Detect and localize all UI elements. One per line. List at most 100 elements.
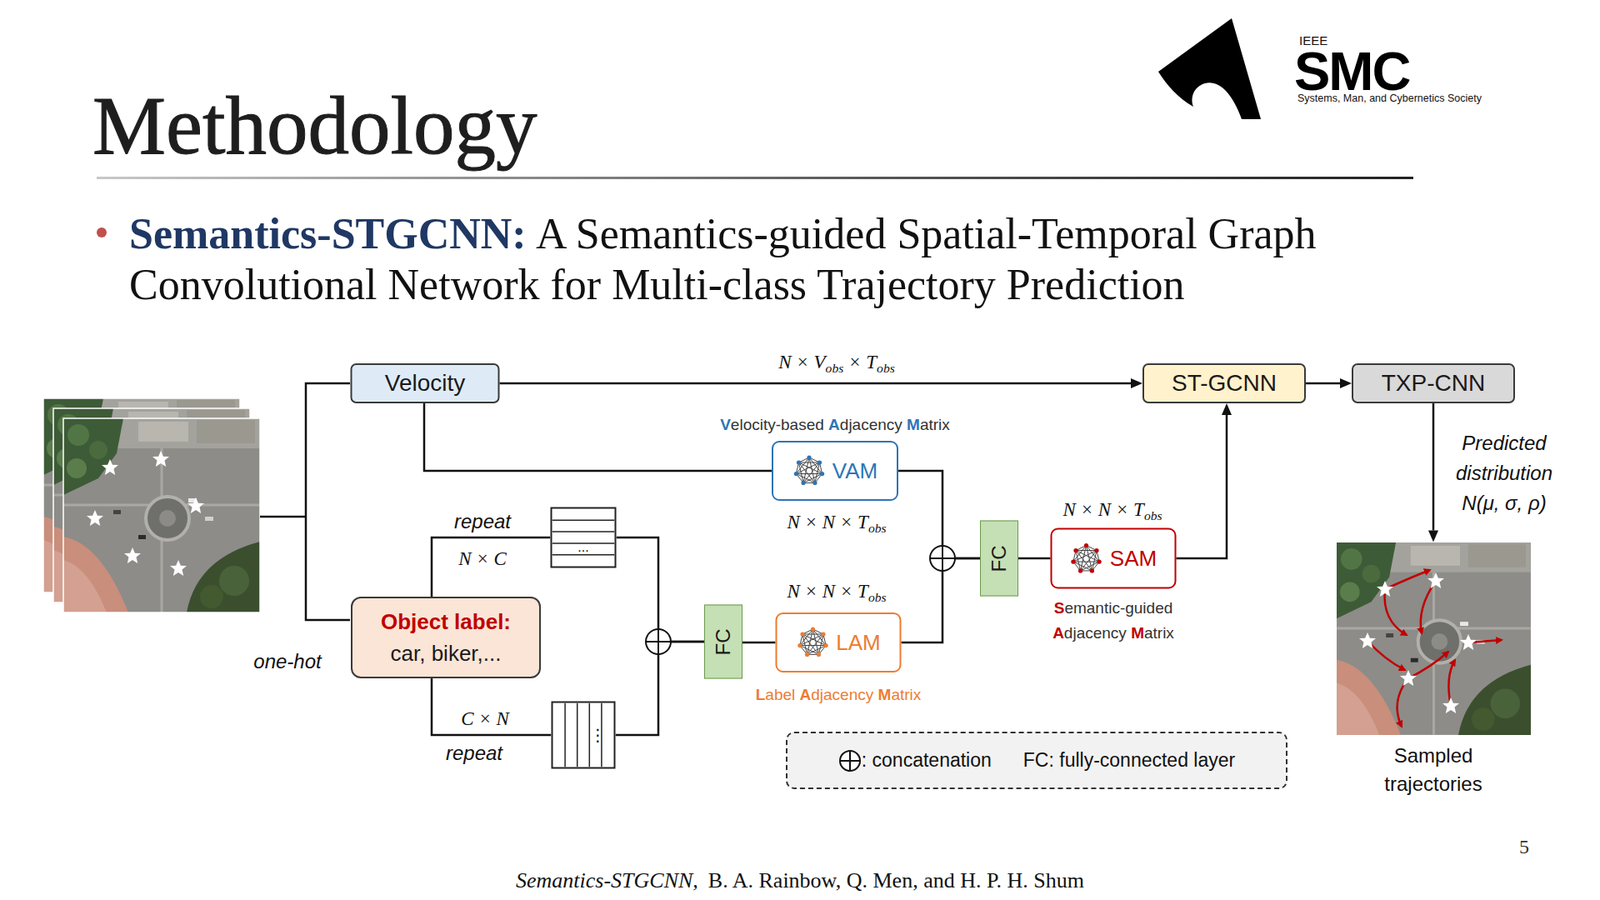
- matrix-caption: Label Adjacency Matrix: [755, 684, 922, 706]
- concat-symbol: [930, 545, 955, 571]
- initial-letter: A: [828, 415, 840, 434]
- graph-vertex: [810, 626, 815, 631]
- ellipsis-mark: ⋮: [589, 703, 602, 768]
- graph-vertex: [817, 460, 822, 465]
- fc-layer: FC: [704, 605, 743, 680]
- graph-edge: [1075, 550, 1097, 551]
- connector: [1305, 378, 1352, 389]
- arrowhead: [1130, 378, 1143, 389]
- graph-edge: [800, 645, 826, 646]
- initial-letter: S: [1054, 599, 1065, 617]
- graph-vertex: [1095, 547, 1100, 552]
- graph-edge: [1073, 561, 1093, 571]
- matrix-caption: Semantic-guided Adjacency Matrix: [1030, 595, 1197, 646]
- initial-letter: M: [1130, 624, 1145, 642]
- connector: [1428, 403, 1439, 543]
- graph-icon: [1070, 541, 1104, 575]
- graph-edge: [1075, 550, 1081, 570]
- legend-box: : concatenationFC: fully-connected layer: [785, 731, 1288, 790]
- graph-edge: [795, 474, 815, 484]
- edge-label: repeat: [445, 741, 503, 765]
- graph-edge: [798, 462, 804, 483]
- graph-vertex: [823, 643, 828, 648]
- connector-line: [1018, 557, 1051, 560]
- ellipsis-mark: ...: [552, 541, 615, 554]
- connector-line: [424, 403, 772, 471]
- graph-vertex: [800, 631, 805, 636]
- connector-line: [1176, 415, 1228, 559]
- graph-vertex: [820, 631, 825, 636]
- subscript: obs: [868, 590, 887, 605]
- subscript: obs: [876, 360, 895, 375]
- graph-vertex: [796, 460, 801, 465]
- edge-label: N × Vobs × Tobs: [778, 350, 895, 375]
- graph-edge: [795, 457, 810, 475]
- matrix-box: SAMSemantic-guided Adjacency Matrix: [1050, 528, 1177, 590]
- grid-lines: [553, 703, 615, 768]
- graph-vertex: [800, 480, 805, 485]
- graph-vertex: [805, 652, 810, 657]
- matrix-box: LAMLabel Adjacency Matrix: [775, 612, 902, 673]
- edge-label: Predicted distribution N(μ, σ, ρ): [1445, 428, 1563, 519]
- matrix-box: VAMVelocity-based Adjacency Matrix: [771, 440, 899, 501]
- node-text: TXP-CNN: [1381, 370, 1485, 397]
- connector: [898, 470, 980, 559]
- society-logo: [1158, 18, 1261, 120]
- connector-line: [616, 537, 705, 642]
- slide-title: Methodology: [92, 84, 537, 167]
- initial-letter: A: [800, 685, 812, 704]
- connector: [615, 641, 705, 735]
- node-text: LAM: [835, 630, 880, 656]
- bullet-text: Semantics-STGCNN:A Semantics-guided Spat…: [129, 208, 1434, 310]
- repeat-grid: ...: [550, 507, 617, 569]
- connector: [742, 642, 776, 644]
- citation-text: Semantics-STGCNN,: [515, 868, 699, 893]
- graph-edge: [802, 634, 824, 635]
- subscript: obs: [825, 360, 845, 375]
- legend-circle: [840, 750, 860, 771]
- bullet-dot: [96, 227, 107, 238]
- input-frames: [43, 398, 260, 613]
- connector-line: [431, 678, 552, 735]
- graph-vertex: [1084, 542, 1089, 547]
- legend-text: : concatenation: [861, 749, 992, 772]
- graph-vertex: [820, 471, 825, 476]
- connector-line: [431, 537, 551, 597]
- graph-vertex: [797, 643, 802, 648]
- connector-line: [615, 641, 705, 735]
- node-text: ST-GCNN: [1171, 370, 1277, 397]
- network-box: ST-GCNN: [1142, 363, 1306, 404]
- output-frame: [1336, 542, 1531, 735]
- grid-lines: [552, 509, 615, 567]
- dimension-label: N × N × Tobs: [786, 510, 886, 535]
- arrowhead: [1221, 403, 1232, 415]
- graph-vertex: [1090, 568, 1095, 573]
- node-text: car, biker,...: [390, 637, 502, 670]
- grid-line: [576, 703, 579, 768]
- connector: [1018, 558, 1051, 560]
- legend-symbol: [838, 749, 862, 773]
- connector-line: [898, 470, 980, 559]
- initial-letter: A: [1052, 624, 1065, 642]
- subscript: obs: [868, 520, 887, 535]
- label-box: Object label:car, biker,...: [350, 596, 541, 679]
- graph-edge: [802, 634, 808, 655]
- page-number: 5: [1519, 835, 1530, 859]
- connector: [616, 537, 705, 642]
- connector: [431, 678, 552, 735]
- graph-edge: [800, 629, 814, 646]
- initial-letter: M: [878, 685, 892, 704]
- node-text: VAM: [832, 458, 878, 485]
- graph-edge: [798, 462, 820, 464]
- dimension-label: N × C: [458, 547, 507, 571]
- grid-line: [564, 703, 566, 768]
- dimension-label: C × N: [460, 707, 510, 731]
- image-caption: Sampled trajectories: [1370, 741, 1496, 799]
- grid-line: [552, 530, 615, 533]
- footer-text: Semantics-STGCNN,B. A. Rainbow, Q. Men, …: [0, 868, 1600, 894]
- subscript: obs: [1144, 508, 1163, 523]
- graph-edge: [800, 645, 820, 655]
- graph-edge: [795, 473, 822, 475]
- arrowhead: [1340, 378, 1352, 389]
- network-box: TXP-CNN: [1351, 363, 1515, 404]
